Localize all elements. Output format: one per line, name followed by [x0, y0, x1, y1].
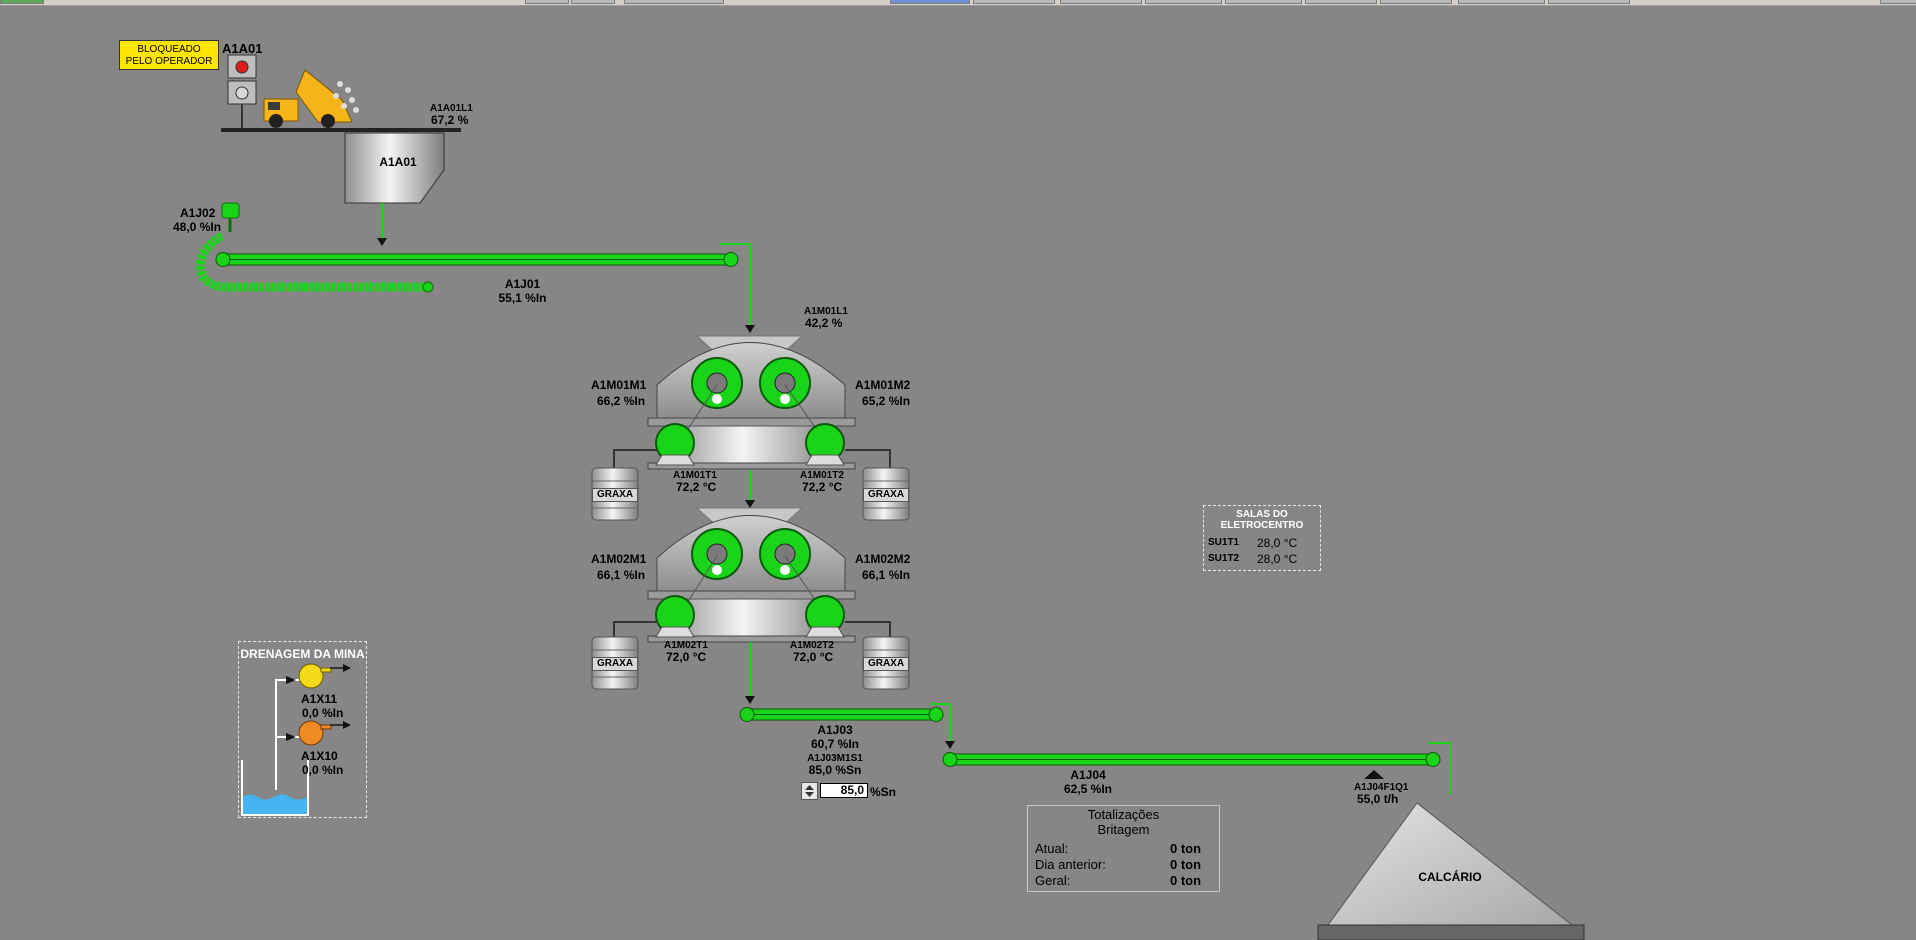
hopper-level-tag: A1A01L1: [430, 103, 473, 114]
conveyor-a1j01[interactable]: [215, 252, 739, 267]
toolbar-button-10[interactable]: [1380, 0, 1452, 4]
grease-label-2r: GRAXA: [863, 657, 909, 671]
crusher-level-tag: A1M01L1: [804, 306, 848, 317]
totals-title-2: Britagem: [1097, 822, 1150, 837]
c2-t2-value: 72,0 °C: [793, 650, 834, 664]
flow-value: 55,0 t/h: [1357, 792, 1399, 806]
pump-a1x10-icon[interactable]: [298, 720, 351, 746]
setpoint-spinner[interactable]: [801, 782, 818, 800]
crusher-a1m02[interactable]: [613, 507, 891, 643]
totals-row3-label: Geral:: [1035, 873, 1071, 888]
c2-t2-tag: A1M02T2: [790, 640, 834, 651]
dump-truck-icon: [263, 69, 359, 128]
conveyor-j04-tag: A1J04: [1070, 768, 1106, 782]
pump1-tag: A1X11: [301, 692, 338, 706]
toolbar-button-3[interactable]: [624, 0, 724, 4]
warning-line-1: BLOQUEADO: [137, 44, 201, 55]
conveyor-j03-value: 60,7 %In: [810, 737, 860, 751]
toolbar-button-8[interactable]: [1225, 0, 1302, 4]
speed-setpoint-input[interactable]: 85,0: [820, 783, 868, 798]
grease-label-1l: GRAXA: [592, 488, 638, 502]
toolbar-button-9[interactable]: [1305, 0, 1377, 4]
c2-m2-value: 66,1 %In: [862, 568, 911, 582]
crusher-level-value: 42,2 %: [805, 316, 843, 330]
hopper-tag: A1A01: [222, 41, 263, 56]
feeder-a1j02[interactable]: [195, 202, 434, 293]
c1-t1-tag: A1M01T1: [673, 470, 717, 481]
hopper-body-label: A1A01: [379, 155, 417, 169]
totals-row2-value: 0 ton: [1170, 857, 1202, 872]
stockpile-calcario: [1317, 802, 1585, 940]
totals-row2-label: Dia anterior:: [1035, 857, 1106, 872]
conveyor-a1j04[interactable]: [942, 752, 1441, 767]
hopper-a1a01[interactable]: [221, 128, 461, 204]
electro-row1-value: 28,0 °C: [1257, 536, 1298, 550]
warning-line-2: PELO OPERADOR: [125, 56, 213, 67]
operator-lock-warning: BLOQUEADO PELO OPERADOR: [119, 40, 219, 70]
c1-m1-value: 66,2 %In: [597, 394, 646, 408]
c1-m2-value: 65,2 %In: [862, 394, 911, 408]
stockpile-label: CALCÁRIO: [1418, 870, 1482, 884]
conveyor-j03-speed-value: 85,0 %Sn: [808, 763, 862, 777]
totals-row1-value: 0 ton: [1170, 841, 1202, 856]
pump-a1x11-icon[interactable]: [298, 663, 351, 689]
pump2-value: 0,0 %In: [302, 763, 344, 777]
flow-meter-icon: [1364, 770, 1384, 779]
conveyor-j03-speed-tag: A1J03M1S1: [807, 753, 863, 764]
drainage-panel: DRENAGEM DA MINA: [238, 641, 367, 818]
grease-label-2l: GRAXA: [592, 657, 638, 671]
c1-m2-tag: A1M01M2: [855, 378, 911, 392]
spinner-arrows-icon: [805, 785, 814, 797]
toolbar-button-2[interactable]: [571, 0, 615, 4]
electro-row2-value: 28,0 °C: [1257, 552, 1298, 566]
grease-label-1r: GRAXA: [863, 488, 909, 502]
totals-row1-label: Atual:: [1035, 841, 1069, 856]
toolbar-button-active[interactable]: [890, 0, 970, 4]
c2-t1-tag: A1M02T1: [664, 640, 708, 651]
totals-row3-value: 0 ton: [1170, 873, 1202, 888]
totals-title-1: Totalizações: [1087, 807, 1160, 822]
electro-room-panel: SALAS DO ELETROCENTRO SU1T1 28,0 °C SU1T…: [1203, 505, 1321, 571]
c1-m1-tag: A1M01M1: [591, 378, 647, 392]
c1-t2-value: 72,2 °C: [802, 480, 843, 494]
c2-m1-tag: A1M02M1: [591, 552, 647, 566]
totals-panel: Totalizações Britagem Atual: 0 ton Dia a…: [1027, 805, 1220, 892]
c2-t1-value: 72,0 °C: [666, 650, 707, 664]
electro-row2-tag: SU1T2: [1208, 553, 1240, 564]
c2-m2-tag: A1M02M2: [855, 552, 911, 566]
conveyor-j03-tag: A1J03: [817, 723, 853, 737]
toolbar-button-1[interactable]: [525, 0, 569, 4]
toolbar-button-close[interactable]: [1880, 0, 1916, 4]
toolbar-button-home[interactable]: [0, 0, 44, 4]
feeder-value: 48,0 %In: [173, 220, 222, 234]
conveyor-j04-value: 62,5 %In: [1063, 782, 1113, 796]
conveyor-j01-value: 55,1 %In: [498, 291, 547, 305]
drainage-diagram: [241, 676, 309, 816]
electro-row1-tag: SU1T1: [1208, 537, 1240, 548]
toolbar-button-11[interactable]: [1458, 0, 1545, 4]
toolbar-button-5[interactable]: [973, 0, 1055, 4]
drainage-title: DRENAGEM DA MINA: [240, 647, 365, 661]
hopper-level-value: 67,2 %: [431, 113, 469, 127]
flow-tag: A1J04F1Q1: [1354, 782, 1409, 793]
pump2-tag: A1X10: [301, 749, 338, 763]
toolbar-button-7[interactable]: [1145, 0, 1222, 4]
electro-title-1: SALAS DO: [1236, 509, 1288, 520]
conveyor-j01-tag: A1J01: [504, 277, 541, 291]
feeder-tag: A1J02: [180, 206, 216, 220]
control-station[interactable]: [227, 54, 257, 128]
c2-m1-value: 66,1 %In: [597, 568, 646, 582]
setpoint-unit: %Sn: [870, 785, 897, 799]
crusher-a1m01[interactable]: [613, 335, 891, 470]
pump1-value: 0,0 %In: [302, 706, 344, 720]
toolbar-button-6[interactable]: [1060, 0, 1142, 4]
conveyor-a1j03[interactable]: [739, 707, 944, 722]
electro-title-2: ELETROCENTRO: [1220, 520, 1304, 531]
c1-t1-value: 72,2 °C: [676, 480, 717, 494]
c1-t2-tag: A1M01T2: [800, 470, 844, 481]
toolbar-button-12[interactable]: [1548, 0, 1630, 4]
